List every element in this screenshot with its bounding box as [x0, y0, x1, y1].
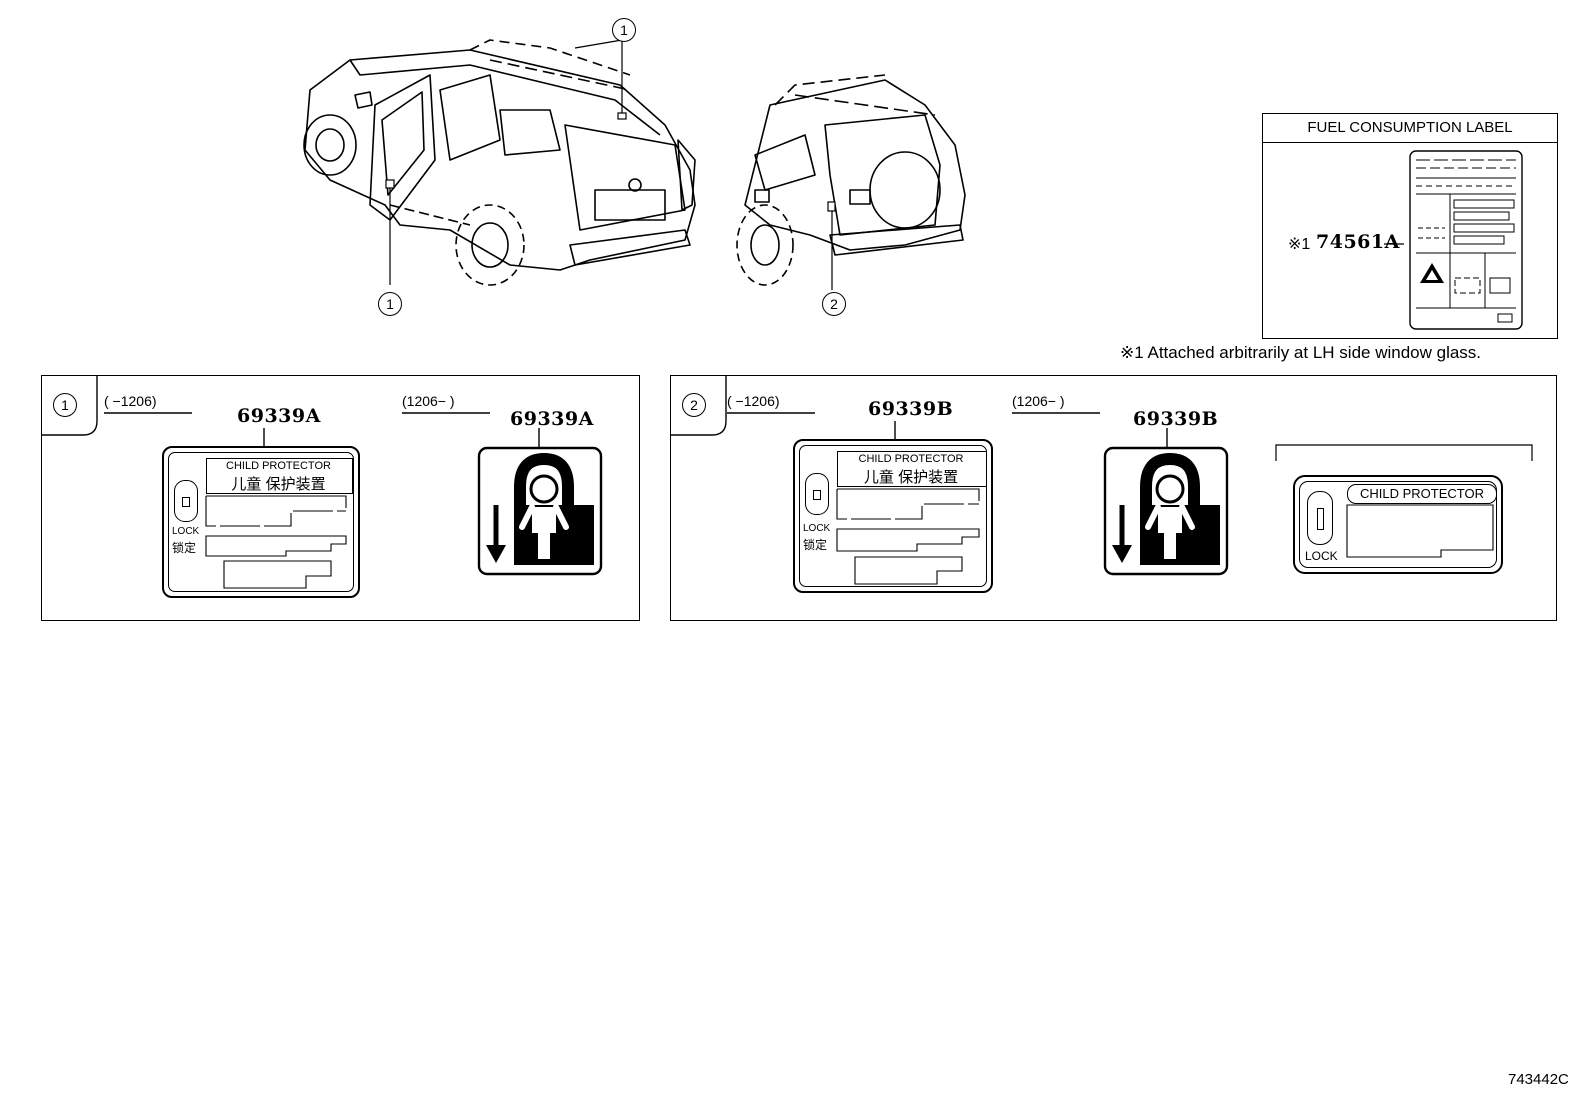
panel-2-lock-zh: 锁定 — [803, 538, 828, 552]
panel-2-label-zh: 儿童 保护装置 — [863, 469, 959, 486]
panel-1-child-protector-label: CHILD PROTECTOR 儿童 保护装置 LOCK 锁定 — [162, 446, 360, 598]
panel-2-range-b: (1206− ) — [1012, 393, 1065, 409]
fuel-box-part-number: 74561A — [1316, 231, 1400, 253]
footnote: ※1 Attached arbitrarily at LH side windo… — [1120, 343, 1482, 362]
fuel-box-title: FUEL CONSUMPTION LABEL — [1263, 114, 1557, 143]
panel-1-tab — [41, 375, 98, 436]
down-arrow-icon — [486, 505, 506, 563]
panel-2-part-a: 69339B — [868, 398, 954, 420]
panel-1 — [41, 375, 640, 621]
down-arrow-icon — [1112, 505, 1132, 563]
panel-2-part-b: 69339B — [1133, 408, 1219, 430]
panel-2-label-en: CHILD PROTECTOR — [858, 453, 964, 465]
fuel-box-mark: ※1 — [1288, 236, 1311, 253]
panel-1-callout: 1 — [53, 393, 77, 417]
callout-1-roof: 1 — [612, 18, 636, 42]
lock-switch-icon — [174, 480, 198, 522]
panel-2-label-c-lock: LOCK — [1305, 549, 1338, 563]
panel-2 — [670, 375, 1557, 621]
panel-1-padlock-label — [477, 446, 603, 576]
vehicle-side-view — [303, 39, 696, 286]
lock-switch-icon — [1307, 491, 1333, 545]
panel-1-label-zh: 儿童 保护装置 — [231, 476, 326, 493]
callout-2-rear: 2 — [822, 292, 846, 316]
panel-1-part-b: 69339A — [510, 408, 594, 430]
panel-1-lock-zh: 锁定 — [172, 541, 197, 555]
panel-2-label-c-en: CHILD PROTECTOR — [1347, 484, 1497, 504]
panel-1-range-a: ( −1206) — [104, 393, 157, 409]
panel-2-child-protector-label-en: CHILD PROTECTOR LOCK — [1293, 475, 1503, 574]
vehicle-rear-view — [736, 74, 966, 290]
fuel-consumption-box: FUEL CONSUMPTION LABEL — [1262, 113, 1558, 339]
padlock-child-icon — [1140, 452, 1220, 565]
panel-1-label-en: CHILD PROTECTOR — [226, 460, 331, 472]
panel-2-callout: 2 — [682, 393, 706, 417]
panel-1-lock-en: LOCK — [172, 526, 200, 537]
fuel-label-sticker — [1384, 150, 1523, 330]
panel-1-part-a: 69339A — [237, 405, 321, 427]
panel-2-padlock-label — [1103, 446, 1229, 576]
panel-2-child-protector-label: CHILD PROTECTOR 儿童 保护装置 LOCK 锁定 — [793, 439, 993, 593]
padlock-child-icon — [514, 452, 594, 565]
panel-2-range-a: ( −1206) — [727, 393, 780, 409]
panel-2-tab — [670, 375, 727, 436]
lock-switch-icon — [805, 473, 829, 515]
panel-1-range-b: (1206− ) — [402, 393, 455, 409]
diagram-id: 743442C — [1508, 1071, 1569, 1088]
callout-1-door: 1 — [378, 292, 402, 316]
panel-2-lock-en: LOCK — [803, 523, 831, 534]
